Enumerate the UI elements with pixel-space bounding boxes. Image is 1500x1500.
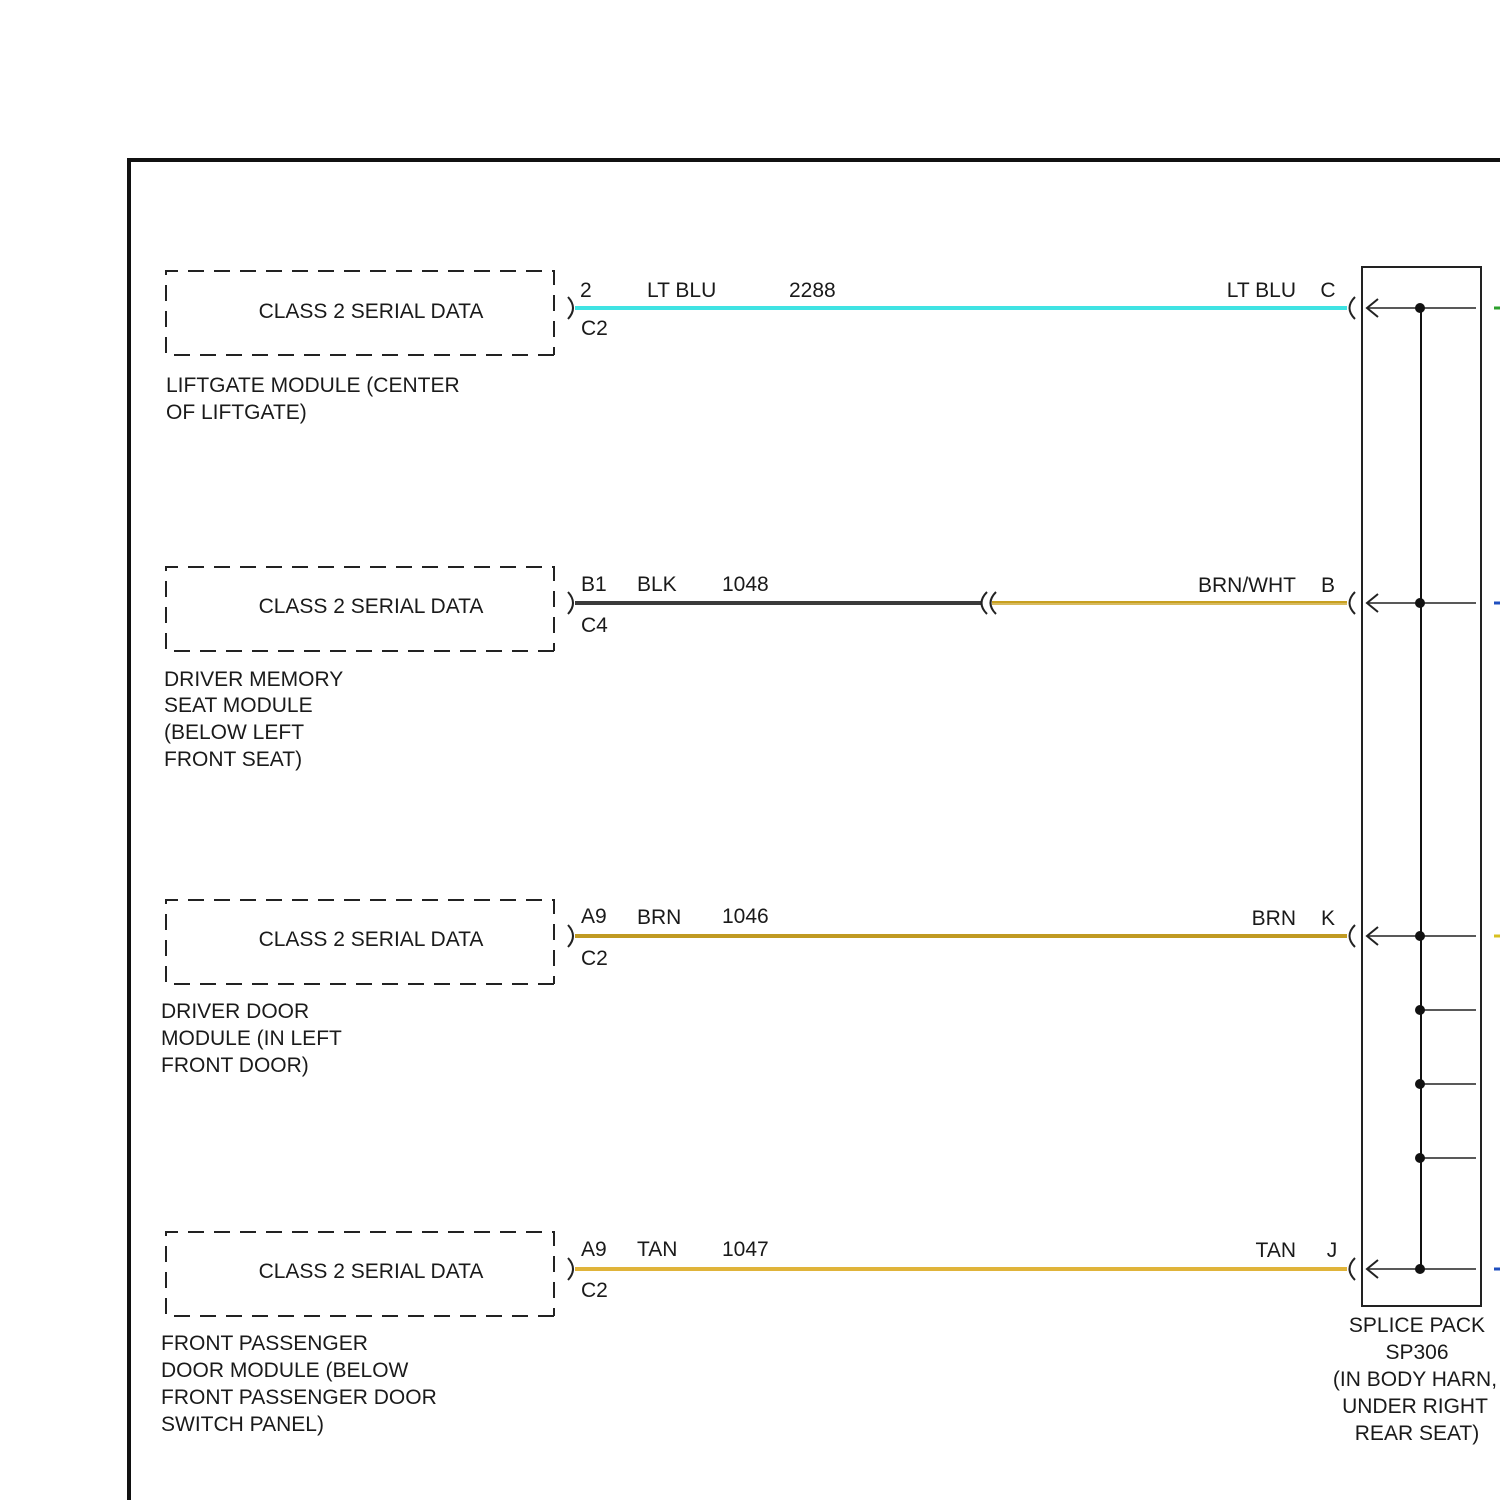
- splice-junction-dot: [1415, 1264, 1425, 1274]
- wire-color-label: BLK: [637, 573, 677, 596]
- splice-junction-dot: [1415, 1153, 1425, 1163]
- connector-symbol: [1350, 592, 1356, 614]
- module-name-line: SWITCH PANEL): [161, 1413, 324, 1436]
- connector-symbol: [568, 592, 573, 614]
- connector-symbol: [1350, 297, 1356, 319]
- splice-label-line-1: SPLICE PACK: [1349, 1314, 1485, 1337]
- wire-color-label: BRN: [637, 906, 681, 929]
- module-name-line: DOOR MODULE (BELOW: [161, 1359, 409, 1382]
- wire-color-label: LT BLU: [647, 279, 716, 302]
- module-name-line: DRIVER MEMORY: [164, 668, 343, 691]
- splice-junction-dot: [1415, 1079, 1425, 1089]
- circuit-number: 2288: [789, 279, 836, 302]
- connector-symbol: [1350, 1258, 1356, 1280]
- circuit-number: 1047: [722, 1238, 769, 1261]
- circuit-row: CLASS 2 SERIAL DATA LIFTGATE MODULE (CEN…: [166, 279, 1336, 424]
- splice-pin: B: [1321, 574, 1335, 597]
- inline-connector-symbol: [982, 592, 988, 614]
- splice-junction-dot: [1415, 303, 1425, 313]
- pin-number: A9: [581, 1238, 607, 1261]
- module-name-line: OF LIFTGATE): [166, 401, 307, 424]
- connector-id: C2: [581, 947, 608, 970]
- splice-pin: C: [1320, 279, 1335, 302]
- circuit-number: 1048: [722, 573, 769, 596]
- module-name-line: FRONT SEAT): [164, 748, 302, 771]
- splice-label-line-4: UNDER RIGHT: [1342, 1395, 1488, 1418]
- pin-number: B1: [581, 573, 607, 596]
- splice-junction-dot: [1415, 931, 1425, 941]
- pin-number: 2: [580, 279, 592, 302]
- splice-wire-color-label: BRN: [1252, 907, 1296, 930]
- circuit-number: 1046: [722, 905, 769, 928]
- splice-wire-color-label: LT BLU: [1227, 279, 1296, 302]
- connector-symbol: [568, 925, 573, 947]
- splice-wire-color-label: TAN: [1256, 1239, 1296, 1262]
- module-box-label: CLASS 2 SERIAL DATA: [259, 1260, 484, 1283]
- module-name-line: SEAT MODULE: [164, 694, 313, 717]
- page-frame: [129, 160, 1500, 1500]
- connector-symbol: [568, 297, 573, 319]
- circuit-row: CLASS 2 SERIAL DATA DRIVER DOOR MODULE (…: [161, 905, 1335, 1077]
- splice-wire-color-label: BRN/WHT: [1198, 574, 1296, 597]
- module-name-line: FRONT PASSENGER: [161, 1332, 368, 1355]
- module-name-line: (BELOW LEFT: [164, 721, 304, 744]
- connector-id: C2: [581, 317, 608, 340]
- splice-junction-dot: [1415, 1005, 1425, 1015]
- splice-junction-dot: [1415, 598, 1425, 608]
- module-name-line: FRONT PASSENGER DOOR: [161, 1386, 437, 1409]
- module-name-line: DRIVER DOOR: [161, 1000, 309, 1023]
- connector-symbol: [568, 1258, 573, 1280]
- wire-color-label: TAN: [637, 1238, 677, 1261]
- module-box-label: CLASS 2 SERIAL DATA: [259, 595, 484, 618]
- module-name-line: MODULE (IN LEFT: [161, 1027, 342, 1050]
- splice-pin: J: [1327, 1239, 1338, 1262]
- connector-id: C2: [581, 1279, 608, 1302]
- splice-label-line-3: (IN BODY HARN,: [1333, 1368, 1497, 1391]
- connector-symbol: [1350, 925, 1356, 947]
- pin-number: A9: [581, 905, 607, 928]
- module-box-label: CLASS 2 SERIAL DATA: [259, 300, 484, 323]
- module-name-line: FRONT DOOR): [161, 1054, 309, 1077]
- splice-label-line-2: SP306: [1385, 1341, 1448, 1364]
- module-box-label: CLASS 2 SERIAL DATA: [259, 928, 484, 951]
- splice-pin: K: [1321, 907, 1335, 930]
- module-name-line: LIFTGATE MODULE (CENTER: [166, 374, 460, 397]
- connector-id: C4: [581, 614, 608, 637]
- splice-label-line-5: REAR SEAT): [1355, 1422, 1479, 1445]
